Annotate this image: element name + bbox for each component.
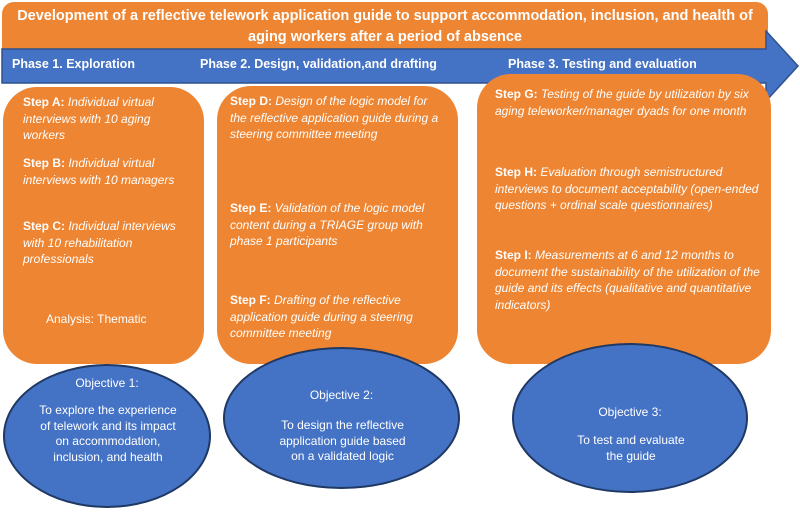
step-f-label: Step F: (230, 293, 271, 307)
step-b-label: Step B: (23, 156, 65, 170)
diagram-title: Development of a reflective telework app… (17, 8, 753, 45)
objective-1-text: To explore the experience of telework an… (39, 403, 177, 464)
step-h-text: Evaluation through semistructured interv… (495, 165, 759, 212)
step-g-label: Step G: (495, 87, 538, 101)
step-g: Step G: Testing of the guide by utilizat… (495, 86, 767, 119)
step-h-label: Step H: (495, 165, 537, 179)
step-f-text: Drafting of the reflective application g… (230, 293, 413, 340)
step-i-text: Measurements at 6 and 12 months to docum… (495, 248, 760, 312)
step-i-label: Step I: (495, 248, 532, 262)
step-c-text: Individual interviews with 10 rehabilita… (23, 219, 176, 266)
step-e: Step E: Validation of the logic model co… (230, 200, 440, 250)
process-arrow-shape (1, 30, 800, 102)
analysis-label: Analysis: Thematic (46, 312, 147, 326)
step-i: Step I: Measurements at 6 and 12 months … (495, 247, 767, 313)
objective-2-text: To design the reflective application gui… (279, 418, 406, 463)
step-d-label: Step D: (230, 94, 272, 108)
objective-1-title: Objective 1: (75, 376, 139, 390)
phase-2-label: Phase 2. Design, validation,and drafting (200, 57, 437, 71)
objective-1-ellipse: Objective 1: To explore the experience o… (3, 364, 211, 508)
step-h: Step H: Evaluation through semistructure… (495, 164, 767, 214)
step-c: Step C: Individual interviews with 10 re… (23, 218, 188, 268)
step-e-label: Step E: (230, 201, 272, 215)
phase-2-steps-box: Step D: Design of the logic model for th… (217, 86, 458, 364)
step-a-text: Individual virtual interviews with 10 ag… (23, 95, 154, 142)
phase-3-label: Phase 3. Testing and evaluation (508, 57, 697, 71)
phase-1-label: Phase 1. Exploration (12, 57, 135, 71)
step-f: Step F: Drafting of the reflective appli… (230, 292, 440, 342)
step-e-text: Validation of the logic model content du… (230, 201, 425, 248)
step-b-text: Individual virtual interviews with 10 ma… (23, 156, 175, 187)
objective-2-title: Objective 2: (309, 388, 374, 402)
step-d: Step D: Design of the logic model for th… (230, 93, 440, 143)
phase-1-steps-box: Step A: Individual virtual interviews wi… (3, 87, 204, 364)
process-arrow (1, 30, 800, 102)
step-d-text: Design of the logic model for the reflec… (230, 94, 439, 141)
objective-3-ellipse: Objective 3: To test and evaluate the gu… (512, 343, 748, 493)
objective-2-ellipse: Objective 2: To design the reflective ap… (223, 347, 460, 489)
step-b: Step B: Individual virtual interviews wi… (23, 155, 188, 188)
objective-3-title: Objective 3: (598, 405, 662, 419)
step-g-text: Testing of the guide by utilization by s… (495, 87, 749, 118)
phase-3-steps-box: Step G: Testing of the guide by utilizat… (477, 74, 771, 364)
step-c-label: Step C: (23, 219, 65, 233)
objective-3-text: To test and evaluate the guide (577, 433, 685, 463)
step-a: Step A: Individual virtual interviews wi… (23, 94, 188, 144)
step-a-label: Step A: (23, 95, 65, 109)
